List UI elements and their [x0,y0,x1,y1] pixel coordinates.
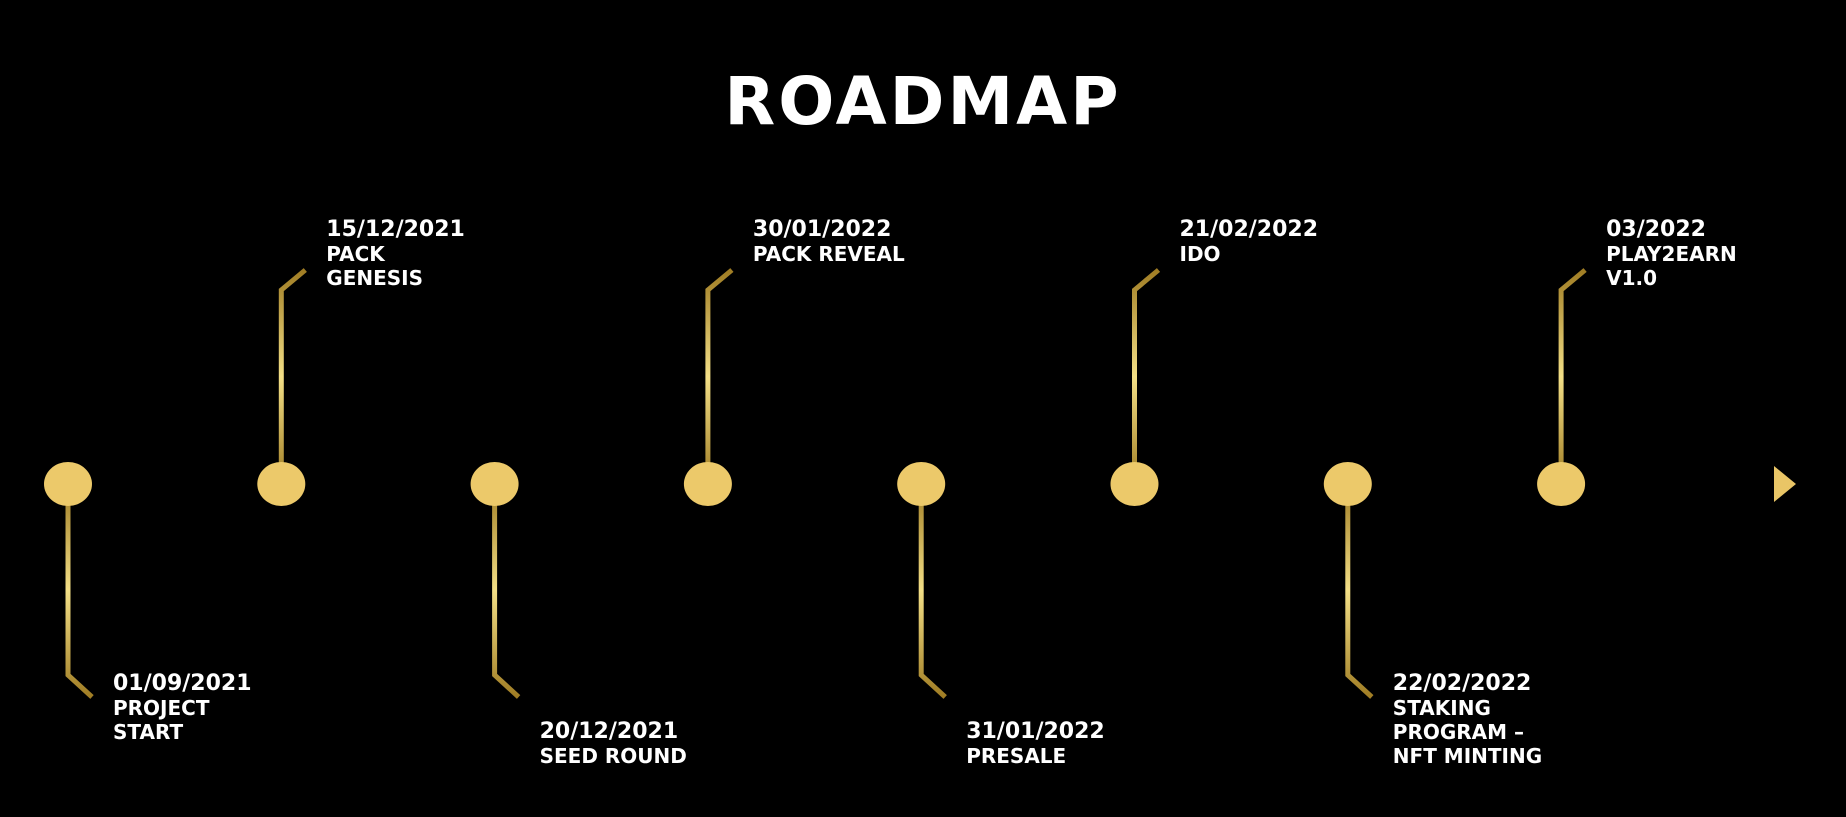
milestone-connectors [65,268,1587,699]
milestone-text: PACK [326,242,385,266]
milestone-date: 01/09/2021 [113,671,252,696]
milestone-node [683,462,732,506]
milestone-node [897,462,946,506]
milestone-text: GENESIS [326,266,424,290]
milestone-connector [1558,268,1587,484]
milestone-connector [1345,484,1374,699]
page-title: ROADMAP [724,63,1122,140]
milestone-connector [492,484,521,699]
milestone-text: NFT MINTING [1392,744,1543,768]
milestone-date: 22/02/2022 [1392,671,1532,696]
arrow-head-icon [1774,466,1796,502]
milestone-node [1537,462,1586,506]
milestone-date: 30/01/2022 [752,217,892,242]
milestone-connector [918,484,947,699]
milestone-connector [278,268,307,484]
milestone-text: V1.0 [1606,266,1658,290]
milestone-text: SEED ROUND [539,744,687,768]
milestone-date: 31/01/2022 [966,719,1105,744]
milestone-text: STAKING [1392,696,1491,720]
milestone-text: PRESALE [966,744,1067,768]
milestone-node [257,462,306,506]
milestone-date: 20/12/2021 [539,719,679,744]
milestone-connector [705,268,734,484]
milestone-connector [65,484,94,699]
milestone-node [1323,462,1372,506]
milestone-date: 15/12/2021 [326,217,465,242]
milestone-nodes [44,462,1586,506]
milestone-node [470,462,519,506]
milestone-connector [1132,268,1161,484]
milestone-text: IDO [1179,242,1221,266]
milestone-text: PACK REVEAL [752,242,905,266]
milestone-text: PLAY2EARN [1606,242,1737,266]
milestone-text: START [113,720,184,744]
milestone-date: 03/2022 [1606,217,1706,242]
milestone-text: PROJECT [113,696,210,720]
milestone-text: PROGRAM – [1392,720,1525,744]
milestone-node [44,462,92,506]
milestone-date: 21/02/2022 [1179,217,1319,242]
milestone-node [1110,462,1159,506]
